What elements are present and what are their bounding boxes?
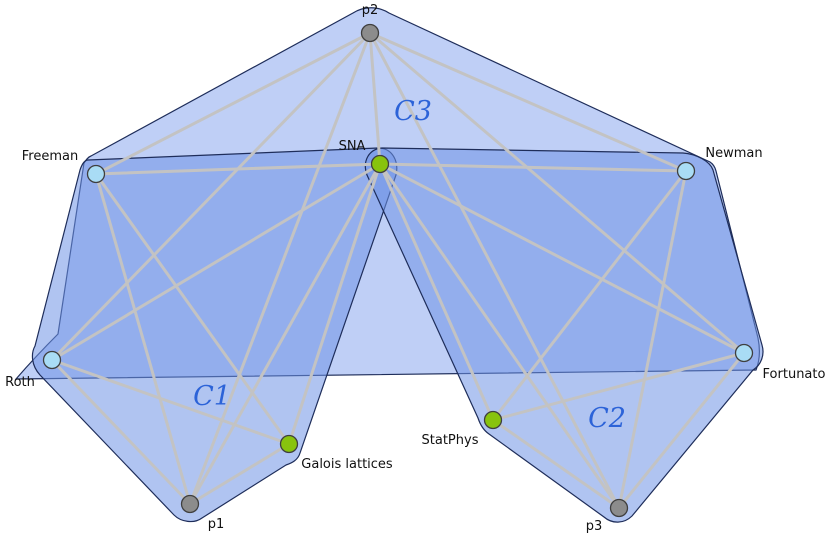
edge-roth-galois [50,358,291,446]
edge-sna-fortunato [378,162,746,355]
node-galois-lattices[interactable] [279,434,299,454]
edge-sna-p1 [188,162,382,506]
node-sna[interactable] [370,154,390,174]
edge-sna-p3 [378,162,621,510]
edge-p2-fortunato [368,31,746,355]
edge-newman-p3 [617,169,688,510]
label-galois-lattices: Galois lattices [301,457,393,472]
node-labels: p2 SNA Freeman Newman Roth Fortunato Gal… [5,3,825,534]
edge-p2-p1 [188,31,372,506]
edge-fortunato-p3 [617,351,746,510]
edge-roth-p1 [50,358,192,506]
edge-fortunato-statphys [491,351,746,422]
edge-freeman-galois [94,172,291,446]
node-p2[interactable] [360,23,380,43]
label-roth: Roth [5,375,35,390]
graph-nodes [42,23,754,518]
label-newman: Newman [705,146,762,161]
label-p2: p2 [362,3,379,18]
edge-sna-newman [378,162,688,173]
edge-p2-sna [368,31,382,166]
edge-sna-galois [287,162,382,446]
edge-galois-p1 [188,442,291,506]
label-freeman: Freeman [22,149,78,164]
label-statphys: StatPhys [422,433,479,448]
cluster-hulls [14,7,764,523]
edge-p2-newman [368,31,688,173]
label-fortunato: Fortunato [763,367,826,382]
label-p1: p1 [208,517,225,532]
node-p1[interactable] [180,494,200,514]
edge-p2-roth [50,31,372,362]
cluster-label-c1: C1 [193,381,231,412]
cluster-labels: C3 C1 C2 [193,96,626,434]
graph-edges [50,31,746,510]
edge-p2-p3 [368,31,621,510]
cluster-label-c3: C3 [394,96,432,127]
edge-p2-freeman [94,31,372,176]
label-p3: p3 [586,519,603,534]
edge-sna-roth [50,162,382,362]
node-p3[interactable] [609,498,629,518]
edge-sna-statphys [378,162,495,422]
node-freeman[interactable] [86,164,106,184]
edge-freeman-p1 [94,172,192,506]
edge-freeman-sna [94,162,382,176]
label-sna: SNA [339,139,366,154]
cluster-hull-c2 [364,147,764,523]
node-statphys[interactable] [483,410,503,430]
edge-newman-statphys [491,169,688,422]
node-roth[interactable] [42,350,62,370]
node-fortunato[interactable] [734,343,754,363]
node-newman[interactable] [676,161,696,181]
edge-statphys-p3 [491,418,621,510]
cluster-label-c2: C2 [588,403,626,434]
